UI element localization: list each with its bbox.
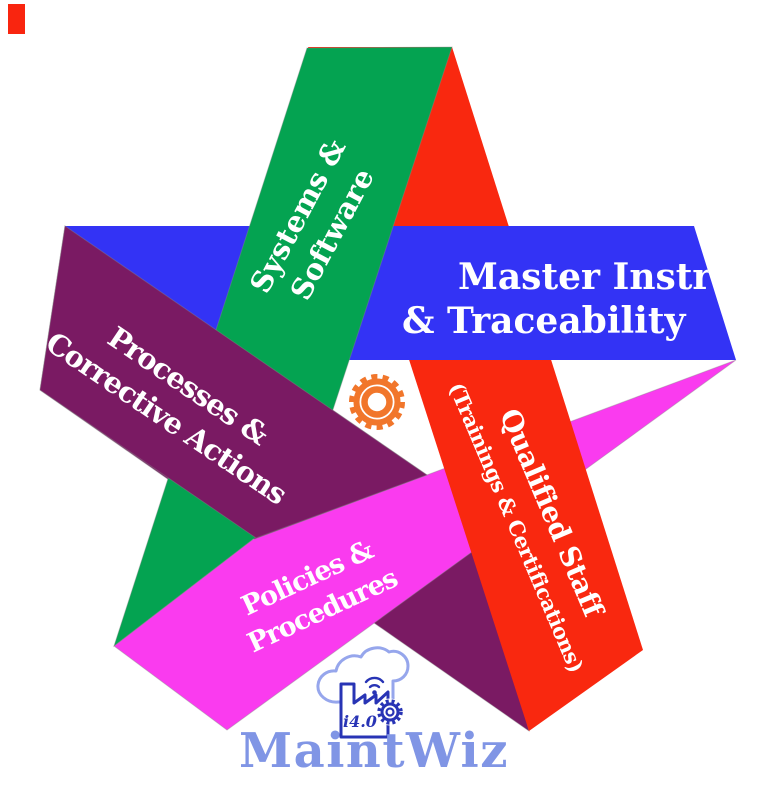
ribbon-processes-head	[39, 225, 429, 539]
corner-red-mark	[8, 4, 25, 34]
cloud-icon	[316, 646, 410, 704]
logo-gear-icon	[376, 698, 404, 726]
i40-badge: i4.0	[343, 712, 377, 731]
ribbon-label-line: & Traceability	[402, 300, 686, 342]
wifi-icon	[364, 676, 385, 689]
maintwiz-logo: i4.0	[316, 646, 410, 739]
gear-icon	[349, 374, 405, 430]
brand-wordmark: MaintWiz	[238, 723, 510, 779]
ribbon-label-line: Master Instruments	[458, 256, 768, 298]
wifi-dot	[372, 690, 377, 695]
